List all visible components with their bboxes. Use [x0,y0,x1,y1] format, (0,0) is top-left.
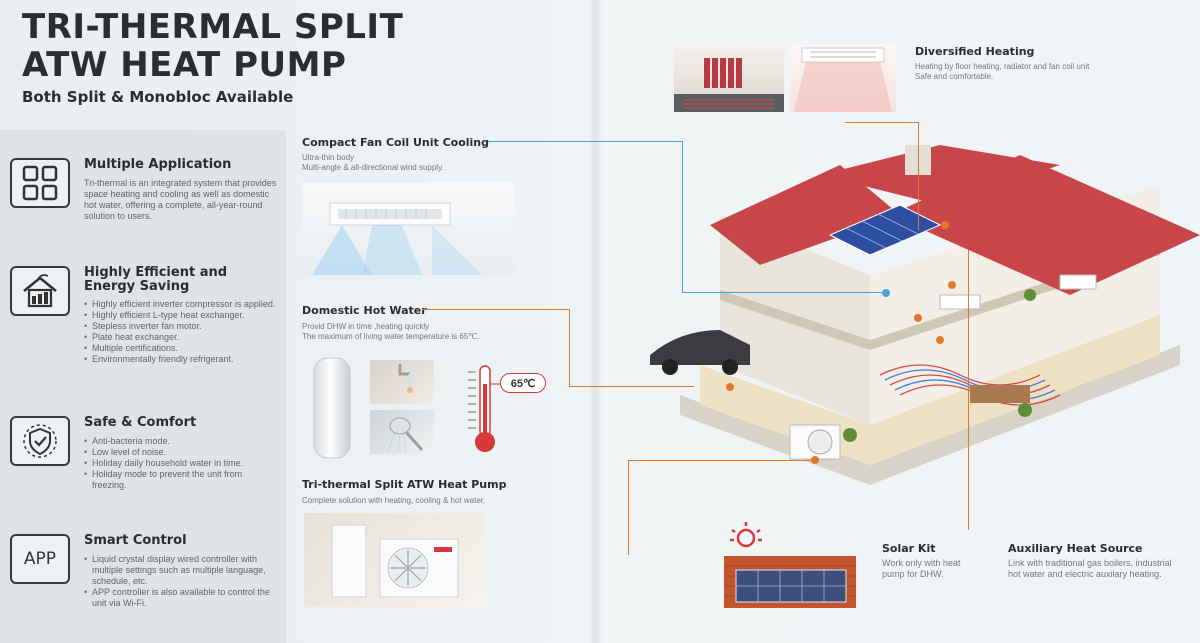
thermometer-icon [460,362,540,458]
house-cutaway-illustration [640,125,1200,495]
desc-line: Ultra-thin body [302,153,355,162]
hot-water-desc: Provid DHW in time ,heating quickly The … [302,322,542,342]
feature-bullets: Highly efficient inverter compressor is … [84,299,279,365]
desc-line: The maximum of living water temperature … [302,332,480,341]
feature-safe-comfort: Safe & Comfort Anti-bacteria mode. Low l… [10,416,280,506]
app-icon-label: APP [23,549,57,569]
connector-line [628,460,814,461]
desc-line: Multi-angle & all-directional wind suppl… [302,163,444,172]
shield-check-icon [10,416,70,466]
heat-pump-image [304,513,484,607]
water-tank-image [304,352,360,462]
connector-line [488,141,683,142]
solar-title: Solar Kit [882,542,936,555]
fan-coil-desc: Ultra-thin body Multi-angle & all-direct… [302,153,522,173]
feature-bullets: Anti-bacteria mode. Low level of noise. … [84,436,279,491]
ceiling-unit-image [790,44,896,112]
bullet: Plate heat exchanger. [84,332,279,343]
heat-pump-title: Tri-thermal Split ATW Heat Pump [302,478,507,491]
feature-sidebar: Multiple Application Tri-thermal is an i… [0,130,286,643]
bullet: Highly efficient L-type heat exchanger. [84,310,279,321]
feature-efficient: Highly Efficient and Energy Saving Highl… [10,266,280,376]
heat-pump-desc: Complete solution with heating, cooling … [302,496,486,505]
feature-title: Highly Efficient and Energy Saving [84,266,284,294]
page-subtitle: Both Split & Monobloc Available [22,88,294,106]
bullet: Environmentally friendly refrigerant. [84,354,279,365]
desc-line: Safe and comfortable. [915,72,994,81]
feature-title-line-2: Energy Saving [84,279,190,294]
solar-desc: Work only with heat pump for DHW. [882,558,961,579]
feature-bullets: Liquid crystal display wired controller … [84,554,279,609]
feature-smart-control: APP Smart Control Liquid crystal display… [10,534,280,634]
temperature-badge: 65℃ [500,373,546,393]
shower-image [370,410,434,454]
connector-line [628,460,629,555]
feature-title: Safe & Comfort [84,415,197,430]
bullet: Highly efficient inverter compressor is … [84,299,279,310]
diversified-title: Diversified Heating [915,45,1035,58]
auxiliary-desc: Link with traditional gas boilers, indus… [1008,558,1172,579]
connector-line [918,122,919,230]
feature-title: Multiple Application [84,157,232,172]
bullet: Anti-bacteria mode. [84,436,279,447]
hot-water-title: Domestic Hot Water [302,304,427,317]
desc-line: Provid DHW in time ,heating quickly [302,322,430,331]
bullet: Low level of noise. [84,447,279,458]
bullet: Holiday mode to prevent the unit from fr… [84,469,279,491]
connector-line [845,122,919,123]
fan-coil-image [302,183,514,275]
connector-line [682,141,683,293]
grid-icon [10,158,70,208]
connector-line [968,250,969,530]
diversified-desc: Heating by floor heating, radiator and f… [915,62,1135,82]
radiator-image [674,44,784,112]
connector-line [569,386,694,387]
feature-desc: Tri-thermal is an integrated system that… [84,178,277,221]
fan-coil-title: Compact Fan Coil Unit Cooling [302,136,490,149]
feature-title-line-1: Highly Efficient and [84,265,228,280]
connector-line [422,309,570,310]
bullet: APP controller is also available to cont… [84,587,279,609]
bullet: Stepless inverter fan motor. [84,321,279,332]
connector-line [569,309,570,387]
feature-multiple-application: Multiple Application Tri-thermal is an i… [10,158,280,248]
desc-line: Heating by floor heating, radiator and f… [915,62,1090,71]
title-line-2: ATW HEAT PUMP [22,45,347,85]
title-line-1: TRI-THERMAL SPLIT [22,7,404,47]
bullet: Liquid crystal display wired controller … [84,554,279,587]
bullet: Holiday daily household water in time. [84,458,279,469]
faucet-image [370,360,434,404]
connector-line [682,292,886,293]
app-icon: APP [10,534,70,584]
solar-kit-image [722,520,858,608]
page-title: TRI-THERMAL SPLIT ATW HEAT PUMP [22,8,403,84]
bullet: Multiple certifications. [84,343,279,354]
feature-title: Smart Control [84,533,187,548]
house-efficiency-icon [10,266,70,316]
auxiliary-title: Auxiliary Heat Source [1008,542,1143,555]
